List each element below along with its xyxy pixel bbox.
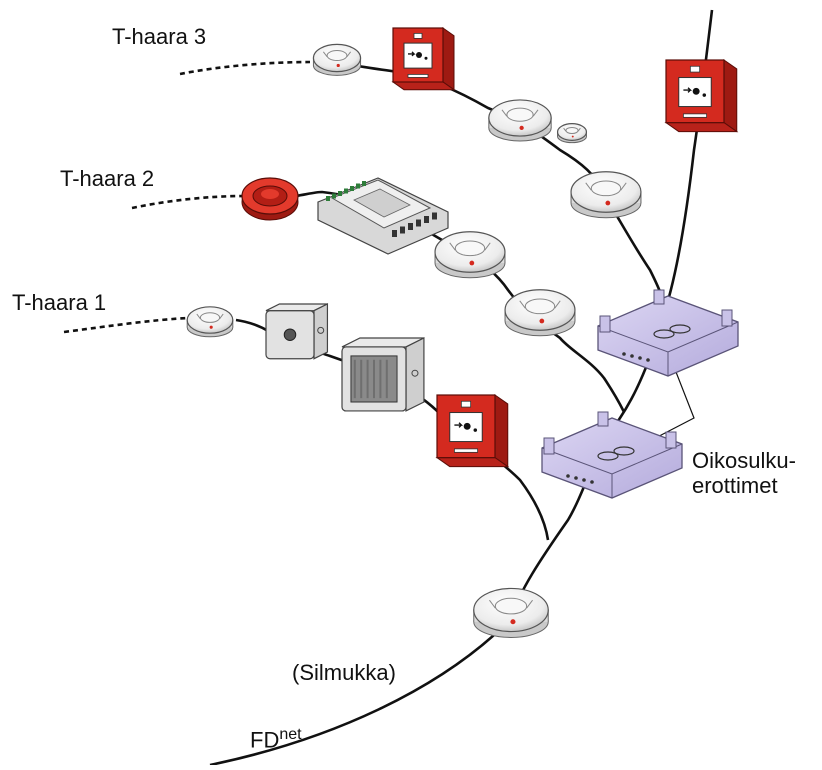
- branch2-smoke-detector: [434, 231, 506, 279]
- loop-smoke-detector-upper: [570, 171, 642, 219]
- isolators-label-line1: Oikosulku-: [692, 448, 796, 473]
- loop-cable-outer: [209, 9, 714, 767]
- branch1-io-box-large: [341, 337, 425, 412]
- branch1-cable-dashed: [63, 316, 189, 334]
- branch2-cable-dashed: [131, 194, 246, 210]
- branch2-sounder: [241, 177, 299, 221]
- branch3-smoke-detector-small: [556, 123, 588, 144]
- loop-label: (Silmukka): [292, 660, 396, 685]
- branch3-label: T-haara 3: [112, 24, 207, 49]
- branch1-label: T-haara 1: [12, 290, 107, 315]
- branch3-smoke-detector-2: [488, 99, 552, 142]
- devices: [186, 27, 739, 638]
- branch3-smoke-detector: [312, 43, 362, 76]
- loop-smoke-detector-mid: [504, 289, 576, 337]
- isolators-label-line2: erottimet: [692, 473, 778, 499]
- branch3-manual-call-point: [391, 27, 456, 91]
- branch3-cable-dashed: [179, 60, 311, 76]
- branch2-label: T-haara 2: [60, 166, 155, 191]
- branch2-input-module: [317, 177, 449, 255]
- fdnet-label-sup: net: [279, 726, 302, 743]
- line-isolator-lower: [541, 411, 683, 499]
- isolators-label: Oikosulku- erottimet: [692, 448, 796, 499]
- branch1-manual-call-point: [435, 394, 510, 468]
- fdnet-label-main: FD: [250, 727, 280, 753]
- line-isolator-upper: [597, 289, 739, 377]
- fdnet-label: FDnet: [250, 726, 302, 753]
- loop-smoke-detector-lower: [473, 587, 549, 638]
- branch1-smoke-detector: [186, 306, 234, 338]
- loop-manual-call-point: [664, 59, 739, 133]
- branch1-io-box-small: [265, 303, 329, 360]
